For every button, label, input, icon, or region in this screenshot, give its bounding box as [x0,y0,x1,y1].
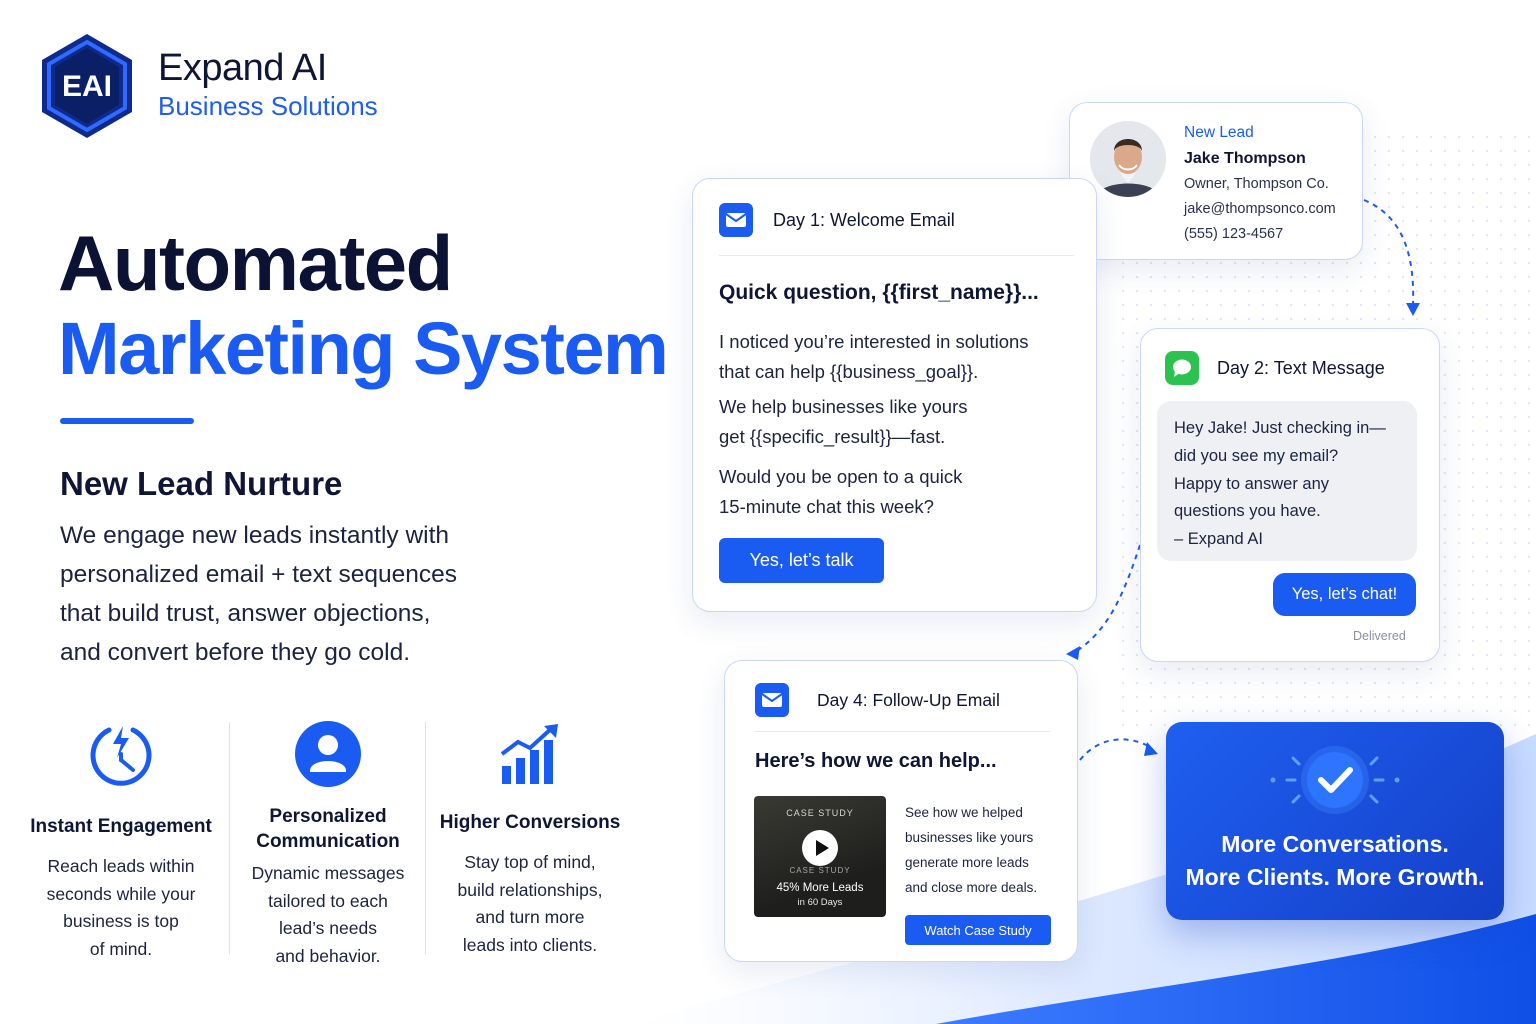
reply-message-bubble[interactable]: Yes, let’s chat! [1273,573,1416,616]
play-button-icon[interactable] [802,830,838,866]
feature-description: Stay top of mind, build relationships, a… [457,852,603,955]
feature-description: Reach leads within seconds while your bu… [46,856,196,959]
new-lead-card: New Lead Jake Thompson Owner, Thompson C… [1069,102,1363,260]
feature-divider [229,722,230,954]
lead-role: Owner, Thompson Co. [1184,176,1329,192]
card-divider [755,731,1051,732]
mail-icon [719,203,753,237]
feature-higher-conversions: Higher Conversions Stay top of mind, bui… [436,720,624,959]
hero-title-line2: Marketing System [58,307,669,390]
hero-underline [60,418,194,424]
hero-title-line1: Automated [58,219,453,307]
card-header: Day 1: Welcome Email [719,203,955,237]
result-line1: More Conversations. [1221,831,1449,857]
feature-divider [425,722,426,954]
description-line: that build trust, answer objections, [60,600,431,627]
delivery-status: Delivered [1353,629,1406,643]
clock-lightning-icon [90,726,152,786]
result-card: More Conversations. More Clients. More G… [1166,722,1504,920]
lead-badge: New Lead [1184,124,1254,141]
logo-hexagon-icon [42,34,132,138]
card-header: Day 4: Follow-Up Email [755,683,1000,717]
email-subject: Here’s how we can help... [755,750,997,772]
feature-instant-engagement: Instant Engagement Reach leads within se… [30,720,212,963]
yes-lets-talk-button[interactable]: Yes, let’s talk [719,538,884,583]
watch-case-study-button[interactable]: Watch Case Study [905,915,1051,945]
card-header-label: Day 2: Text Message [1217,357,1385,378]
section-description: We engage new leads instantly with perso… [60,516,520,672]
lead-email[interactable]: jake@thompsonco.com [1184,201,1336,217]
feature-title: Higher Conversions [439,812,621,833]
followup-body: See how we helped businesses like yours … [905,805,1038,895]
feature-title: Personalized Communication [256,806,400,852]
user-icon [295,721,361,787]
checkmark-burst-icon [1270,746,1400,814]
brand-name: Expand AI [158,47,327,89]
day1-email-card: Day 1: Welcome Email Quick question, {{f… [692,178,1097,612]
description-line: and convert before they go cold. [60,639,411,666]
card-header: Day 2: Text Message [1165,351,1385,385]
card-header-label: Day 1: Welcome Email [773,209,955,230]
video-stat-sub: in 60 Days [797,897,843,908]
result-line2: More Clients. More Growth. [1185,864,1485,890]
lead-phone[interactable]: (555) 123-4567 [1184,226,1284,242]
day2-sms-card: Day 2: Text Message Hey Jake! Just check… [1140,328,1440,662]
background-wave [636,734,1536,1024]
card-divider [719,255,1074,256]
feature-title: Instant Engagement [30,816,212,837]
logo-text: EAI [61,70,112,103]
email-subject: Quick question, {{first_name}}... [719,281,1039,304]
avatar [1090,121,1166,197]
message-bubble-icon [1165,351,1199,385]
description-line: We engage new leads instantly with [60,522,450,549]
email-body: I noticed you’re interested in solutions… [719,331,1029,517]
description-line: personalized email + text sequences [60,561,458,588]
growth-chart-icon [500,724,558,784]
lead-name: Jake Thompson [1184,150,1306,167]
feature-description: Dynamic messages tailored to each lead’s… [251,863,405,966]
mail-icon [755,683,789,717]
video-stat: 45% More Leads [776,882,864,894]
case-study-video-thumbnail[interactable]: CASE STUDY CASE STUDY 45% More Leads in … [754,796,886,917]
brand-tagline: Business Solutions [158,91,378,121]
incoming-message-bubble: Hey Jake! Just checking in— did you see … [1157,401,1417,561]
card-header-label: Day 4: Follow-Up Email [817,689,1000,710]
feature-personalized-communication: Personalized Communication Dynamic messa… [240,720,416,970]
section-title: New Lead Nurture [60,465,343,502]
day4-followup-email-card: Day 4: Follow-Up Email Here’s how we can… [724,660,1078,962]
